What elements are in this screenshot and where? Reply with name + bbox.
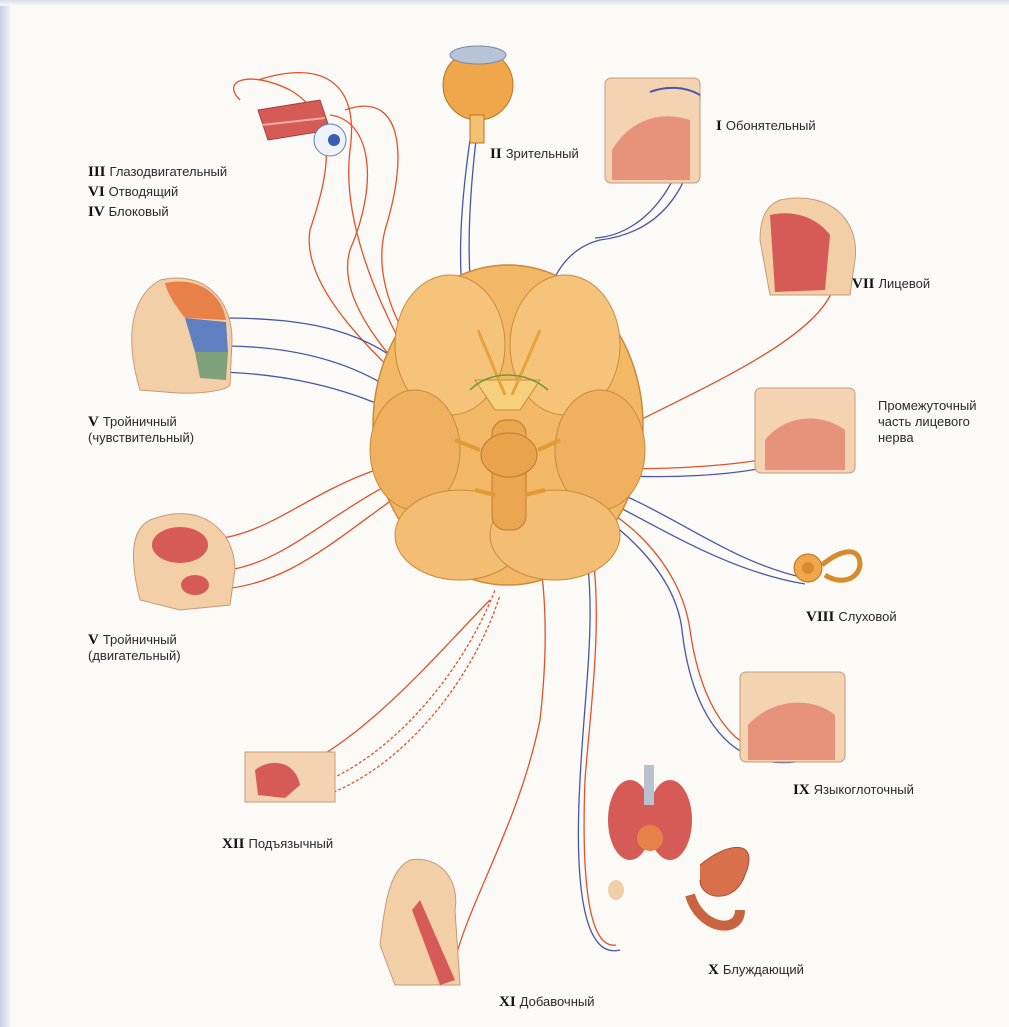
label-oculomotor-name: Глазодвигательный: [110, 164, 228, 179]
label-vagus: X Блуждающий: [708, 962, 804, 978]
label-trigeminal-motor-name: Тройничный: [103, 632, 177, 647]
hypoglossal-nerve-line: [270, 600, 490, 778]
label-trigeminal-motor: V Тройничный (двигательный): [88, 632, 181, 664]
label-vestibulocochlear-number: VIII: [806, 609, 834, 625]
label-facial-number: VII: [852, 276, 875, 292]
label-trochlear-name: Блоковый: [109, 204, 169, 219]
label-intermediate-line2: часть лицевого: [878, 414, 970, 429]
label-facial-name: Лицевой: [879, 276, 931, 291]
label-trochlear-number: IV: [88, 204, 105, 220]
viscera-vagus-illustration: [608, 765, 749, 926]
label-glossopharyngeal-number: IX: [793, 782, 810, 798]
eye-muscles-illustration: [258, 100, 346, 156]
label-optic-number: II: [490, 146, 502, 162]
label-trigeminal-sensory-qualifier: (чувствительный): [88, 430, 194, 445]
label-hypoglossal-number: XII: [222, 836, 245, 852]
label-abducens: VI Отводящий: [88, 184, 178, 200]
label-vestibulocochlear-name: Слуховой: [838, 609, 896, 624]
label-hypoglossal: XII Подъязычный: [222, 836, 333, 852]
label-vagus-number: X: [708, 962, 719, 978]
tongue-hypoglossal-illustration: [245, 752, 335, 802]
label-trigeminal-motor-qualifier: (двигательный): [88, 648, 181, 663]
label-vestibulocochlear: VIII Слуховой: [806, 609, 897, 625]
label-abducens-name: Отводящий: [109, 184, 179, 199]
label-oculomotor-number: III: [88, 164, 106, 180]
mouth-section-glossopharyngeal-illustration: [740, 672, 845, 762]
label-glossopharyngeal: IX Языкоглоточный: [793, 782, 914, 798]
label-optic-name: Зрительный: [506, 146, 579, 161]
label-intermediate: Промежуточный часть лицевого нерва: [878, 398, 976, 446]
head-motor-illustration: [133, 514, 235, 610]
label-accessory-name: Добавочный: [520, 994, 595, 1009]
label-trigeminal-sensory-number: V: [88, 414, 99, 430]
label-trigeminal-motor-number: V: [88, 632, 99, 648]
label-trochlear: IV Блоковый: [88, 204, 169, 220]
label-intermediate-line1: Промежуточный: [878, 398, 976, 413]
label-oculomotor: III Глазодвигательный: [88, 164, 227, 180]
label-hypoglossal-name: Подъязычный: [249, 836, 334, 851]
label-accessory-number: XI: [499, 994, 516, 1010]
label-olfactory: I Обонятельный: [716, 118, 816, 134]
label-glossopharyngeal-name: Языкоглоточный: [814, 782, 914, 797]
nose-section-illustration: [605, 78, 700, 183]
inner-ear-illustration: [794, 552, 860, 582]
label-facial: VII Лицевой: [852, 276, 930, 292]
head-sensory-illustration: [132, 278, 232, 393]
neck-accessory-illustration: [380, 859, 460, 985]
label-olfactory-number: I: [716, 118, 722, 134]
face-facial-illustration: [760, 198, 856, 295]
label-abducens-number: VI: [88, 184, 105, 200]
label-trigeminal-sensory: V Тройничный (чувствительный): [88, 414, 194, 446]
label-vagus-name: Блуждающий: [723, 962, 804, 977]
label-olfactory-name: Обонятельный: [726, 118, 816, 133]
brain-illustration: [370, 265, 645, 585]
label-intermediate-line3: нерва: [878, 430, 914, 445]
accessory-nerve-line: [455, 560, 545, 960]
hypoglossal-nerve-line-dashed-2: [310, 595, 500, 800]
mouth-section-intermediate-illustration: [755, 388, 855, 473]
eyeball-illustration: [443, 46, 513, 143]
label-optic: II Зрительный: [490, 146, 579, 162]
label-accessory: XI Добавочный: [499, 994, 595, 1010]
label-trigeminal-sensory-name: Тройничный: [103, 414, 177, 429]
